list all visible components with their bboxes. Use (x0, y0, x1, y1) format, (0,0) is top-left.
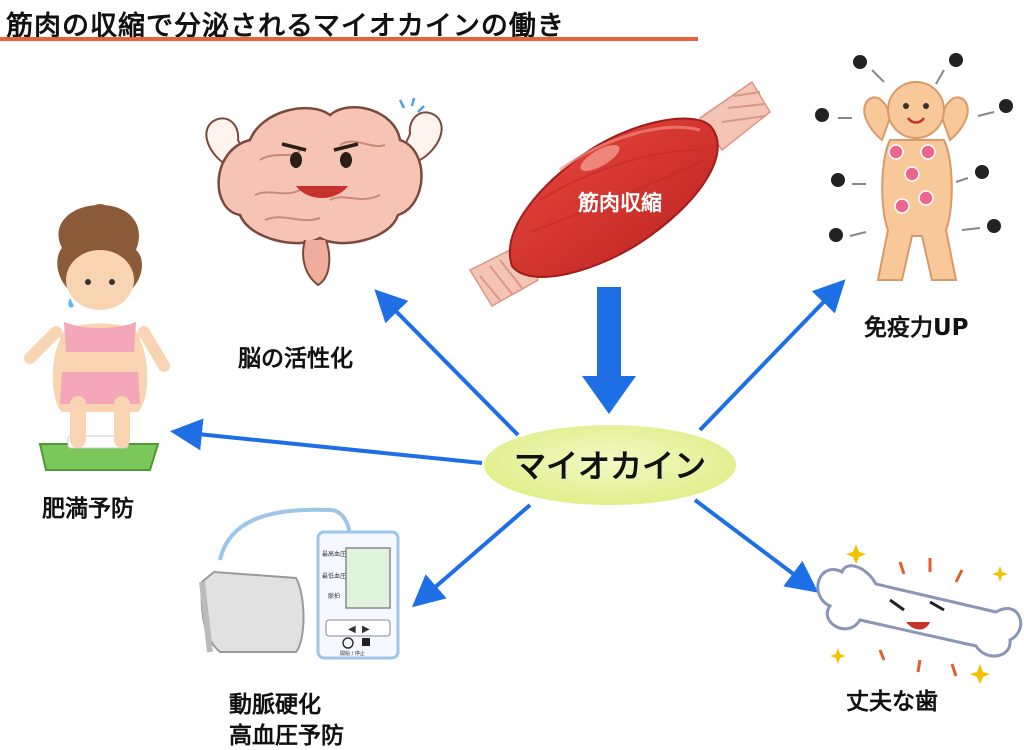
label-brain: 脳の活性化 (238, 346, 353, 372)
device-label-pulse: 脈拍 (328, 592, 340, 600)
stop-icon (362, 638, 370, 646)
germ-icons (815, 53, 1013, 242)
woman-on-scale-illustration (24, 204, 170, 471)
blood-pressure-monitor-illustration: ◀ ▶ 最高血圧 最低血圧 脈拍 開始 / 停止 (199, 507, 400, 660)
myokine-ellipse (484, 425, 736, 505)
arrow-to-brain (374, 289, 520, 437)
muscle-label: 筋肉収縮 (577, 191, 662, 215)
label-bp-line1: 動脈硬化 (229, 692, 321, 718)
brain-illustration (205, 97, 443, 287)
device-label-high: 最高血圧 (322, 550, 346, 558)
muscle-illustration (468, 80, 771, 308)
page-title: 筋肉の収縮で分泌されるマイオカインの働き (6, 11, 565, 42)
arrow-to-obesity (170, 418, 483, 465)
label-immune: 免疫力UP (864, 315, 969, 341)
title-underline (0, 37, 698, 41)
arrow-to-blood-pressure (411, 503, 532, 608)
myokine-label: マイオカイン (514, 447, 706, 485)
device-left-button: ◀ (348, 624, 356, 635)
power-icon (342, 637, 354, 649)
arrow-to-bones (693, 498, 819, 593)
label-bones: 丈夫な歯 (846, 689, 938, 715)
immune-body-illustration (815, 53, 1013, 281)
device-power-text: 開始 / 停止 (340, 650, 365, 657)
bone-illustration (816, 544, 1023, 684)
sparkle-icons (830, 544, 1008, 684)
label-bp-line2: 高血圧予防 (229, 723, 344, 749)
arrow-to-immune (698, 279, 846, 432)
arrow-muscle-to-myokine (582, 287, 636, 414)
device-right-button: ▶ (362, 624, 370, 635)
device-label-low: 最低血圧 (322, 572, 346, 580)
label-obesity: 肥満予防 (42, 496, 134, 522)
